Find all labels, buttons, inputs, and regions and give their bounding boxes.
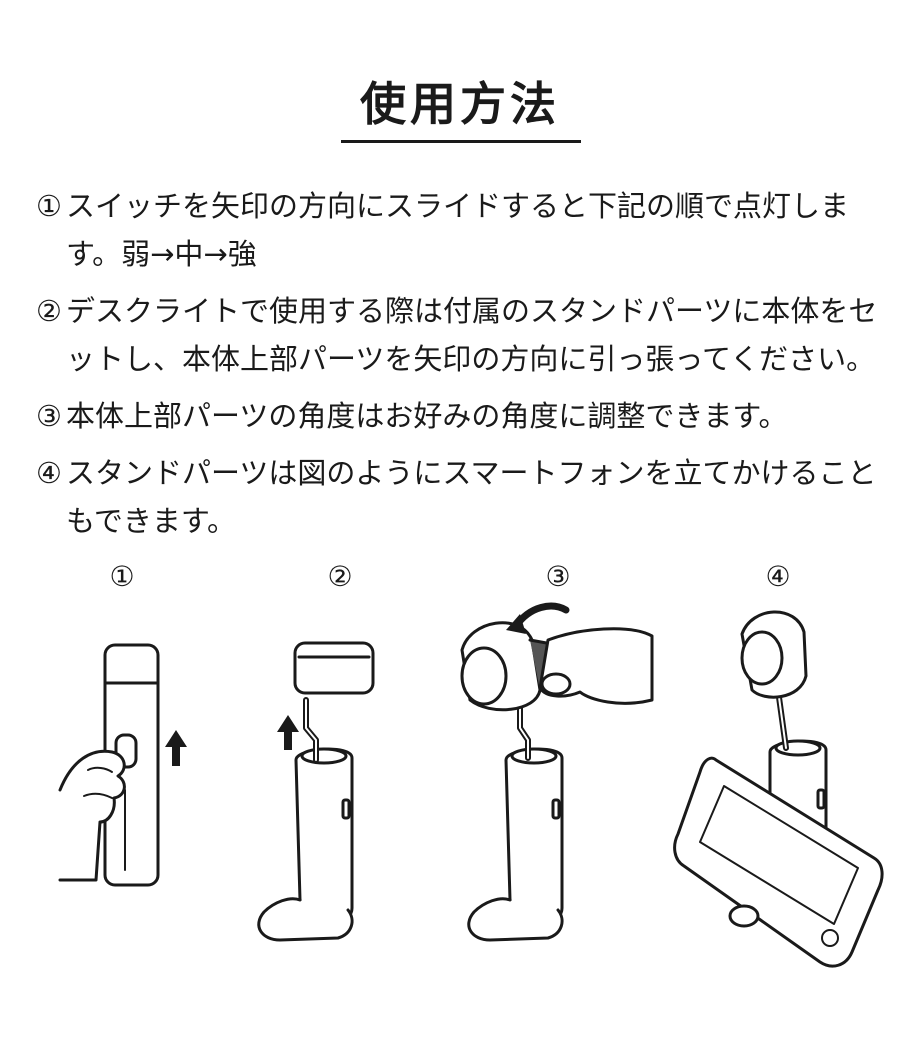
home-button-icon <box>821 929 839 947</box>
step-text: スタンドパーツは図のようにスマートフォンを立てかけることもできます。 <box>66 456 877 538</box>
stand-foot <box>467 897 564 942</box>
title-underline <box>341 140 581 143</box>
figure-1-illustration <box>58 643 160 887</box>
step-number: ④ <box>36 456 62 490</box>
step-text: デスクライトで使用する際は付属のスタンドパーツに本体をセットし、本体上部パーツを… <box>66 294 878 376</box>
stand-body <box>504 747 564 926</box>
figure-3-illustration <box>460 621 654 942</box>
instruction-step-3: ③ 本体上部パーツの角度はお好みの角度に調整できます。 <box>36 392 896 440</box>
step-text: スイッチを矢印の方向にスライドすると下記の順で点灯します。弱→中→強 <box>66 189 850 271</box>
smartphone-screen <box>699 785 859 925</box>
step-text: 本体上部パーツの角度はお好みの角度に調整できます。 <box>66 399 788 433</box>
instruction-step-4: ④ スタンドパーツは図のようにスマートフォンを立てかけることもできます。 <box>36 449 896 545</box>
figure-label-1: ① <box>109 560 135 593</box>
step-number: ① <box>36 189 62 223</box>
figure-label-2: ② <box>327 560 353 593</box>
figure-2-illustration <box>257 641 375 942</box>
step-number: ③ <box>36 399 62 433</box>
hand <box>58 749 126 882</box>
rotate-arrow-icon <box>512 602 570 630</box>
instruction-step-2: ② デスクライトで使用する際は付属のスタンドパーツに本体をセットし、本体上部パー… <box>36 287 896 383</box>
figure-4-illustration <box>673 610 884 968</box>
stand-foot <box>257 897 354 942</box>
top-part <box>293 641 375 695</box>
arrow-up-icon <box>277 715 299 750</box>
step-number: ② <box>36 294 62 328</box>
arrow-up-icon <box>165 730 187 766</box>
stand-body <box>294 747 354 926</box>
instruction-step-1: ① スイッチを矢印の方向にスライドすると下記の順で点灯します。弱→中→強 <box>36 182 896 278</box>
page-title: 使用方法 <box>360 77 560 131</box>
figure-label-4: ④ <box>765 560 791 593</box>
figure-label-3: ③ <box>545 560 571 593</box>
instruction-list: ① スイッチを矢印の方向にスライドすると下記の順で点灯します。弱→中→強 ② デ… <box>36 182 896 554</box>
